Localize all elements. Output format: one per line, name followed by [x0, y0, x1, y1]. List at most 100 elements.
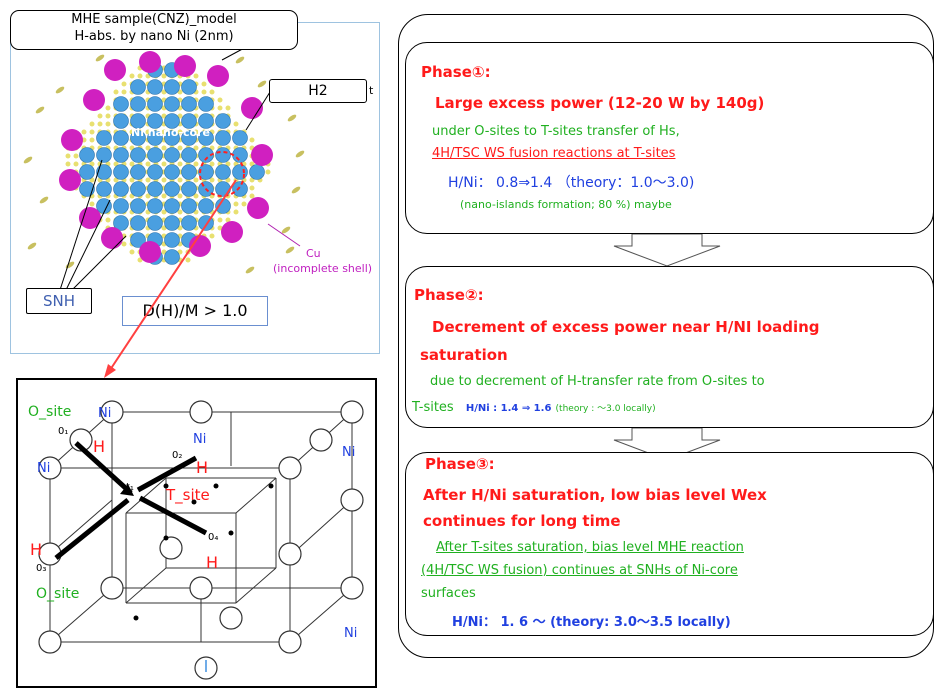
phase3-ratio: H/Ni： 1. 6 〜 (theory: 3.0〜3.5 locally) [452, 615, 731, 630]
h-atom [121, 81, 127, 87]
o2-label: 0₂ [172, 450, 183, 461]
h2-molecule [245, 266, 255, 274]
h-atom [185, 257, 191, 263]
h-atom [81, 129, 87, 135]
h2-molecule [35, 106, 45, 114]
lattice-site [163, 483, 169, 489]
ni-atom [164, 198, 180, 214]
model-title-line2: H-abs. by nano Ni (2nm) [74, 29, 234, 44]
h-atom [249, 137, 255, 143]
h-atom [89, 121, 95, 127]
ni-atom [164, 147, 180, 163]
lattice-atom [309, 428, 333, 452]
ni-atom [181, 181, 197, 197]
h-atom [225, 217, 231, 223]
ni-atom [96, 198, 112, 214]
model-title-callout: MHE sample(CNZ)_model H-abs. by nano Ni … [10, 10, 298, 50]
ni-atom [198, 198, 214, 214]
h-transfer-arrow [138, 495, 208, 536]
h-atom [249, 185, 255, 191]
ni-atom [113, 130, 129, 146]
ni-atom [164, 181, 180, 197]
cu-atom [189, 235, 211, 257]
phase2-line1: due to decrement of H-transfer rate from… [430, 374, 765, 389]
lattice-atom [100, 576, 124, 600]
ni-atom [147, 198, 163, 214]
ni-atom [130, 164, 146, 180]
o3-label: 0₃ [36, 563, 47, 574]
phase3-title: Phase③: [425, 455, 495, 473]
ni-atom [164, 79, 180, 95]
lattice-atom [38, 456, 62, 480]
ni-atom [232, 181, 248, 197]
lattice-edge [289, 499, 353, 557]
ni-atom [113, 198, 129, 214]
h2-tick: t [369, 84, 374, 97]
lattice-edge [235, 477, 277, 514]
ni-atom [147, 181, 163, 197]
snh-pointer [59, 159, 103, 291]
cu-atom [139, 241, 161, 263]
ni-label-mid: Ni [193, 432, 207, 447]
ni-atom [130, 96, 146, 112]
cu-atom [241, 97, 263, 119]
h-label-4: H [206, 553, 219, 572]
h2-molecule [55, 86, 65, 94]
phase1-line2: 4H/TSC WS fusion reactions at T-sites [432, 146, 676, 161]
h-atom [209, 177, 215, 183]
h-atom [217, 97, 223, 103]
phase2-box [405, 266, 934, 428]
ni-atom [130, 130, 146, 146]
ni-atom [79, 147, 95, 163]
ni-atom [198, 130, 214, 146]
cu-atom [104, 59, 126, 81]
h-atom [177, 193, 183, 199]
h-atom [65, 161, 71, 167]
h-atom [89, 137, 95, 143]
ni-atom [147, 96, 163, 112]
lattice-atom [189, 576, 213, 600]
h-atom [233, 201, 239, 207]
lattice-atom [100, 400, 124, 424]
h2-molecule [257, 80, 267, 88]
lattice-site [191, 499, 197, 505]
h-atom [129, 249, 135, 255]
phase2-title: Phase②: [414, 286, 484, 304]
phase3-line2: (4H/TSC WS fusion) continues at SNHs of … [421, 563, 738, 578]
h-atom [137, 73, 143, 79]
h-atom [137, 257, 143, 263]
phase3-line1: After T-sites saturation, bias level MHE… [436, 540, 744, 555]
phase1-heading: Large excess power (12-20 W by 140g) [435, 94, 765, 112]
h-atom [193, 73, 199, 79]
h-atom [217, 225, 223, 231]
lattice-edge [125, 567, 167, 604]
lattice-atom [278, 630, 302, 654]
h2-molecule [285, 246, 295, 254]
h2-molecule [235, 56, 245, 64]
lattice-atom [38, 630, 62, 654]
lattice-edge [49, 587, 113, 643]
h-atom [105, 121, 111, 127]
ni-atom [147, 79, 163, 95]
ni-atom [130, 147, 146, 163]
ni-atom [130, 198, 146, 214]
ni-atom [130, 232, 146, 248]
ni-atom [130, 113, 146, 129]
h-atom [177, 145, 183, 151]
h-atom [177, 209, 183, 215]
ni-atom [113, 113, 129, 129]
lattice-atom [189, 400, 213, 424]
ni-label-right-bottom: Ni [344, 626, 358, 641]
arrow-head [120, 484, 134, 496]
lattice-atom [278, 542, 302, 566]
snh-pointer [71, 235, 127, 291]
ni-atom [147, 130, 163, 146]
h-transfer-arrow [136, 455, 198, 493]
phase2-heading-2: saturation [420, 346, 508, 364]
ni-atom [147, 113, 163, 129]
ni-atom [164, 96, 180, 112]
o-site-top: O_site [28, 404, 72, 420]
ni-atom [232, 130, 248, 146]
h-atom [209, 161, 215, 167]
phase3-box [405, 452, 934, 636]
